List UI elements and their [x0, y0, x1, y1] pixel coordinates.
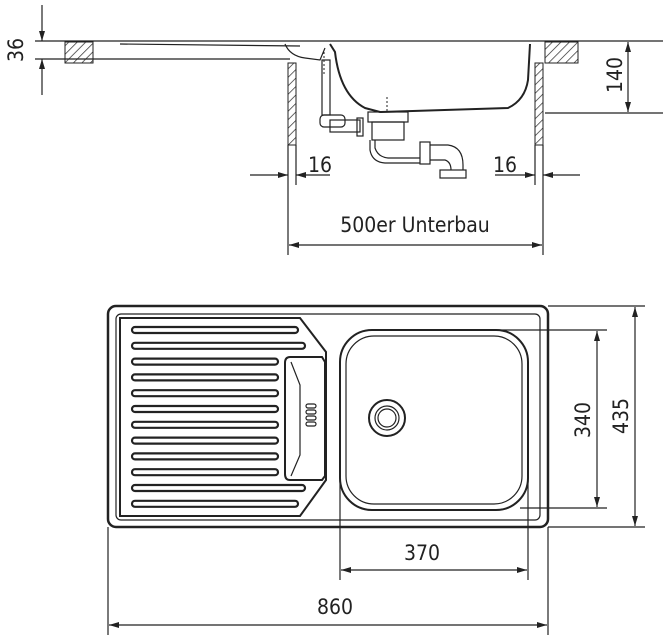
- drainboard-rib: [130, 404, 280, 414]
- drainboard-rib: [130, 483, 307, 493]
- dimension-340: 340: [450, 329, 607, 509]
- drainboard-outline: [119, 317, 327, 517]
- dimension-label-16-left: 16: [308, 153, 332, 177]
- worktop-section-right: [544, 41, 579, 64]
- cabinet-wall-left: [287, 62, 297, 146]
- dimension-370: 370: [339, 470, 529, 580]
- sink-bowl: [339, 329, 529, 511]
- dimension-860: 860: [107, 527, 549, 635]
- sink-outline: [106, 304, 550, 529]
- drainboard-rib: [130, 325, 300, 335]
- top-view: 340 435 370 860: [106, 304, 645, 635]
- side-view: 36 140 16 16 500er Unterbau: [4, 5, 663, 255]
- dimension-label-860: 860: [317, 595, 353, 619]
- drainboard-ribs: [130, 325, 307, 508]
- drainboard-rib: [130, 436, 280, 445]
- dimension-label-370: 370: [404, 541, 440, 565]
- dimension-label-340: 340: [571, 402, 595, 438]
- sink-bowl-inner: [345, 335, 523, 505]
- sink-inner-rim: [115, 313, 541, 521]
- drainboard-rib: [130, 420, 280, 429]
- sink-bowl-profile: [329, 43, 531, 114]
- dimension-435: 435: [548, 305, 645, 528]
- drainboard-rib: [130, 341, 307, 350]
- drainboard-rib: [130, 452, 280, 461]
- dimension-label-36: 36: [4, 38, 28, 62]
- dimension-label-16-right: 16: [493, 153, 517, 177]
- dimension-16-right: 16: [493, 145, 580, 255]
- drainboard-rib: [130, 357, 280, 366]
- drainboard-rib: [130, 389, 280, 398]
- dimension-36: 36: [4, 5, 45, 95]
- dimension-16-left: 16: [250, 145, 332, 255]
- drainboard-rib: [130, 499, 300, 508]
- overflow-slots-icon: [305, 403, 317, 427]
- drain-icon: [368, 399, 406, 437]
- drainboard-profile: [119, 43, 301, 47]
- worktop-section-left: [64, 41, 94, 64]
- cabinet-label: 500er Unterbau: [340, 213, 490, 237]
- dimension-label-435: 435: [609, 398, 633, 434]
- cabinet-wall-right: [534, 62, 544, 146]
- drainboard-rib: [130, 468, 280, 477]
- dimension-140: 140: [545, 42, 663, 114]
- overflow-recess: [284, 356, 326, 481]
- overflow-recess-inner: [290, 361, 301, 477]
- drain-trap: [319, 52, 467, 179]
- dimension-label-140: 140: [603, 57, 627, 93]
- overflow-profile: [284, 43, 326, 61]
- drainboard-rib: [130, 373, 280, 382]
- dimension-cabinet: 500er Unterbau: [289, 213, 542, 248]
